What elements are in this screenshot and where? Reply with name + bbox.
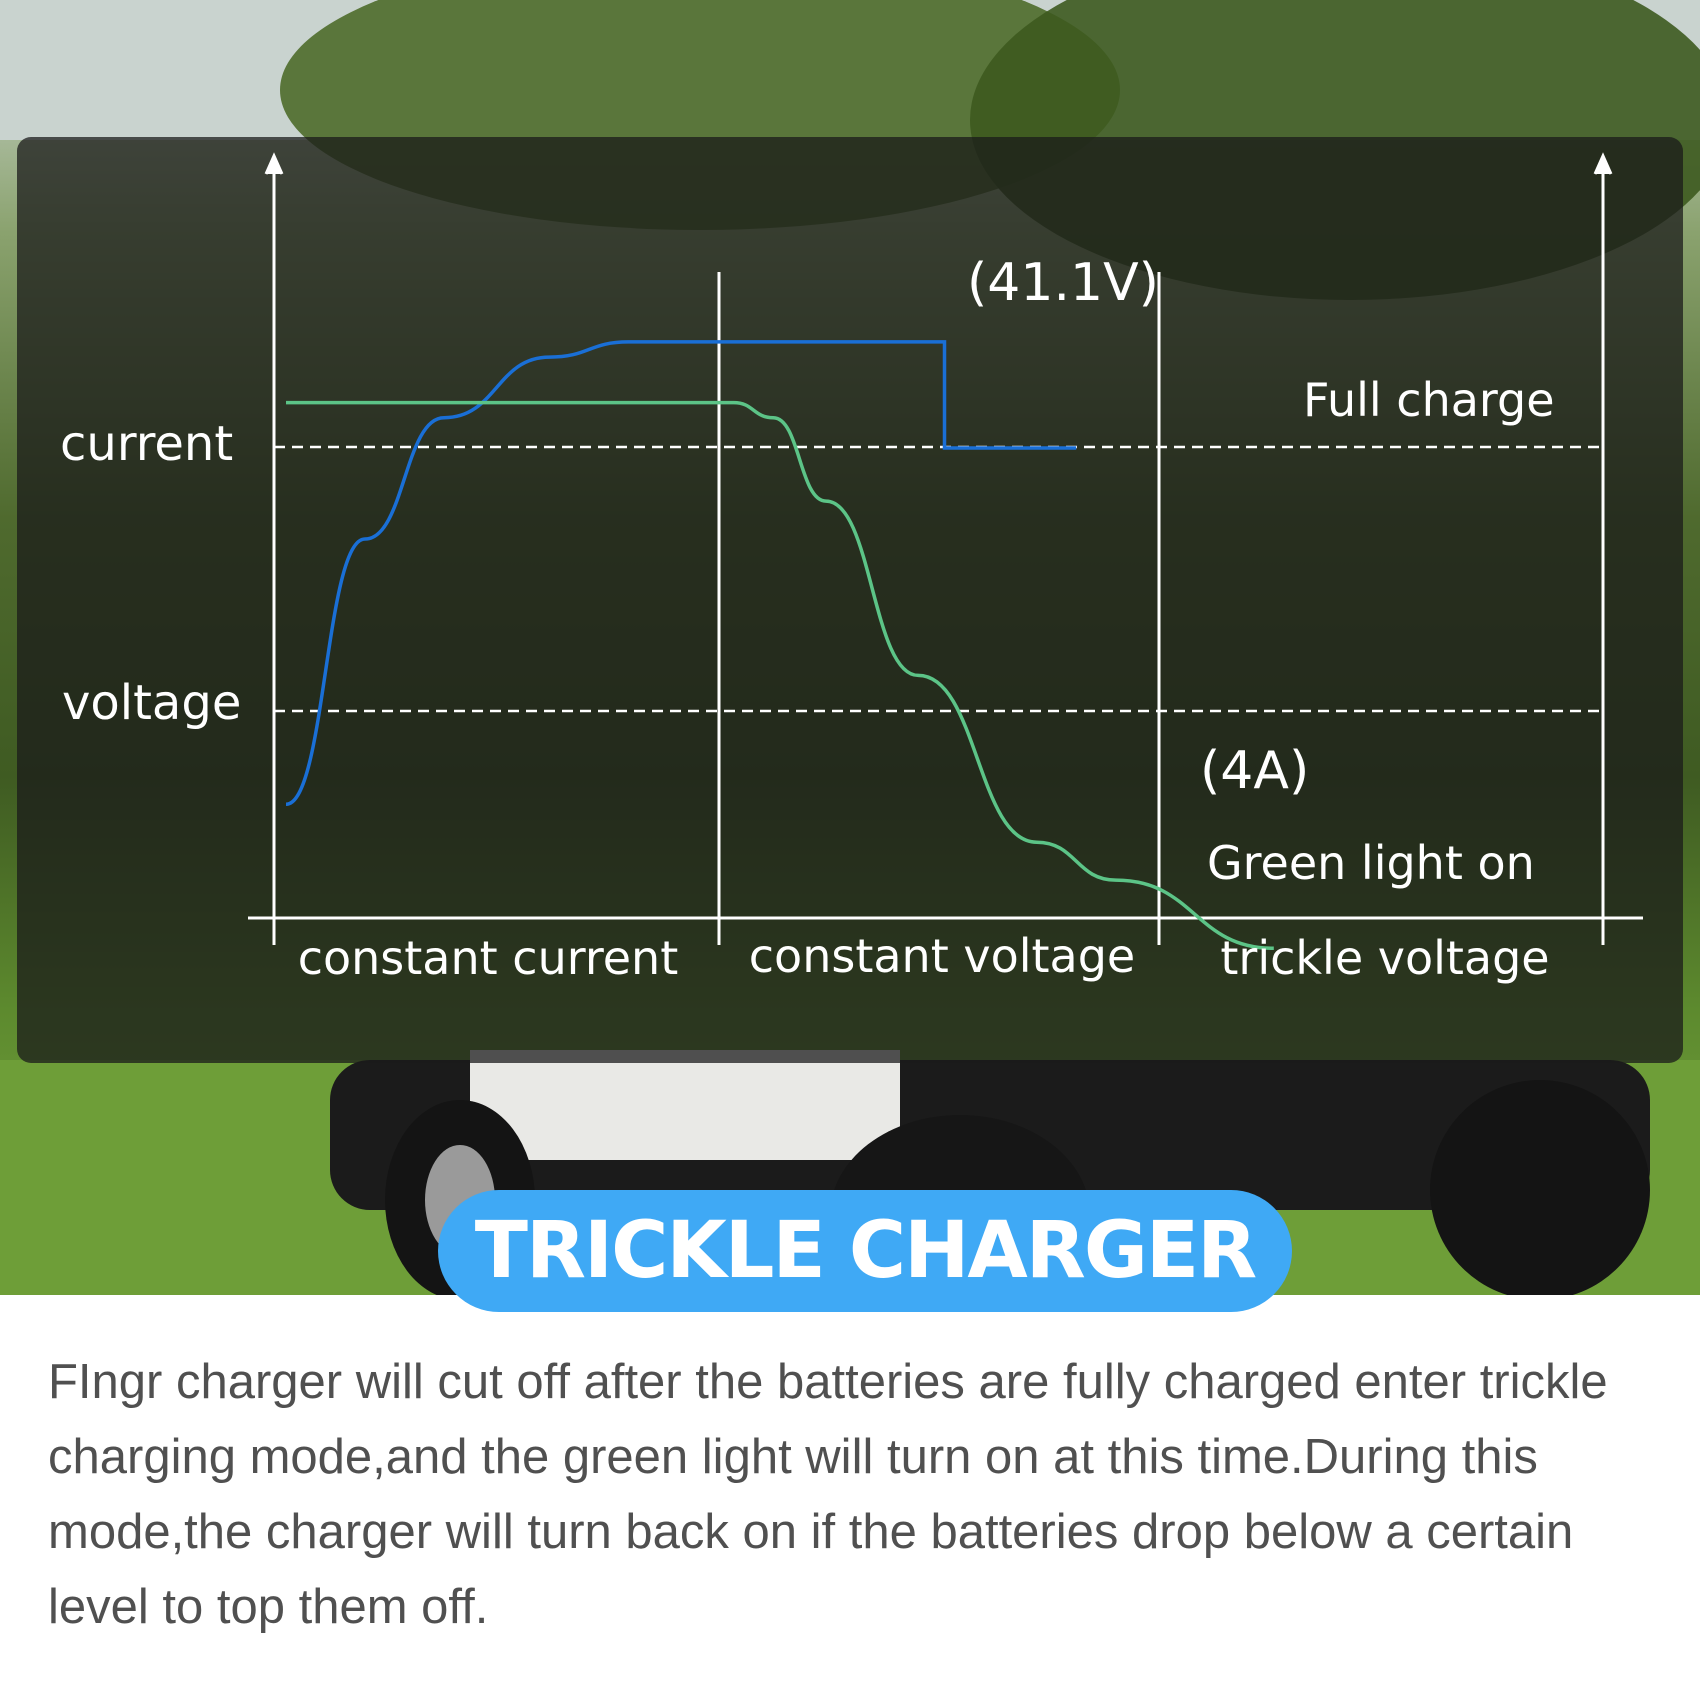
grid-lines xyxy=(274,445,1603,713)
annotation-full-charge: Full charge xyxy=(1303,373,1555,427)
y-label-voltage: voltage xyxy=(62,675,241,731)
x-label-trickle-voltage: trickle voltage xyxy=(1220,931,1549,985)
charging-curve-chart: current voltage constant current constan… xyxy=(60,152,1643,985)
left-axis-arrow xyxy=(264,152,284,175)
description-paragraph: FIngr charger will cut off after the bat… xyxy=(48,1355,1608,1634)
current-curve xyxy=(285,340,1077,807)
x-label-constant-current: constant current xyxy=(298,931,679,985)
annotation-voltage-value: (41.1V) xyxy=(967,253,1159,313)
trickle-charger-badge: TRICKLE CHARGER xyxy=(438,1190,1292,1312)
voltage-curve xyxy=(286,400,1274,951)
chart-panel xyxy=(17,137,1683,1063)
right-axis-arrow xyxy=(1593,152,1613,175)
axes xyxy=(248,152,1643,945)
x-label-constant-voltage: constant voltage xyxy=(749,929,1135,983)
y-label-current: current xyxy=(60,416,233,472)
annotation-green-light-on: Green light on xyxy=(1207,836,1535,890)
annotation-current-value: (4A) xyxy=(1200,741,1309,801)
badge-label: TRICKLE CHARGER xyxy=(474,1206,1257,1296)
